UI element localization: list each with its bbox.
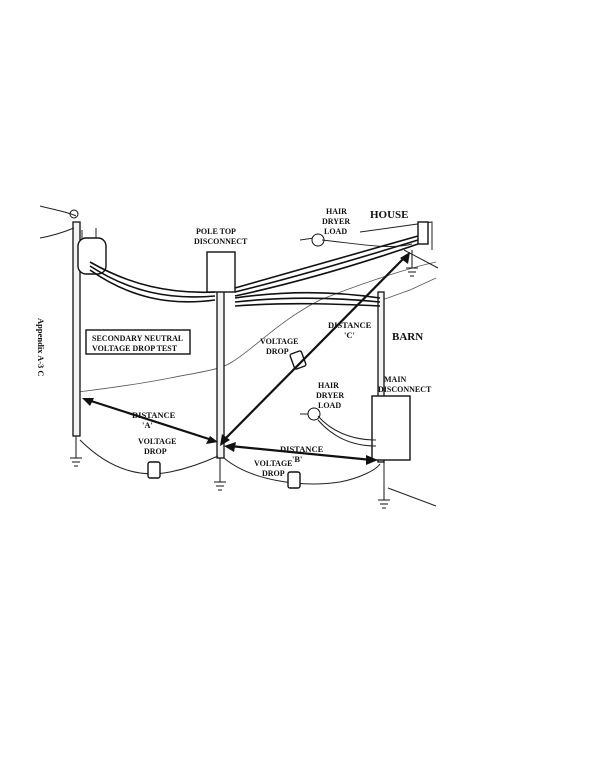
voltage-drop-a-label-1: VOLTAGE xyxy=(138,437,177,446)
hair-dryer-barn-label-2: DRYER xyxy=(316,391,344,400)
voltage-drop-c-label-1: VOLTAGE xyxy=(260,337,299,346)
distance-a-label-2: 'A' xyxy=(142,420,153,430)
distance-b-label-2: 'B' xyxy=(292,454,302,464)
distance-a-label-1: DISTANCE xyxy=(132,410,176,420)
test-title-box xyxy=(85,329,191,355)
test-title-2: VOLTAGE DROP TEST xyxy=(92,344,178,353)
test-lead-wires xyxy=(79,439,381,485)
hair-dryer-barn-label-3: LOAD xyxy=(318,401,341,410)
hair-dryer-house-label-1: HAIR xyxy=(326,207,347,216)
utility-pole-barn xyxy=(377,291,390,509)
voltmeter-a xyxy=(147,461,161,479)
main-disconnect-label-1: MAIN xyxy=(384,375,406,384)
main-disconnect-label-2: DISCONNECT xyxy=(378,385,432,394)
distance-c-label-1: DISTANCE xyxy=(328,320,372,330)
appendix-label: Appendix A-3 C xyxy=(36,318,46,377)
test-title-1: SECONDARY NEUTRAL xyxy=(92,334,183,343)
voltmeter-b xyxy=(287,471,301,489)
pole-top-label-1: POLE TOP xyxy=(196,227,236,236)
voltage-drop-b-label-2: DROP xyxy=(262,469,285,478)
main-disconnect-box xyxy=(371,395,411,461)
service-wires-left xyxy=(89,261,216,303)
distance-b-arrow xyxy=(224,442,378,465)
terrain-line xyxy=(77,261,437,393)
hair-dryer-house-label-3: LOAD xyxy=(324,227,347,236)
distance-b-label-1: DISTANCE xyxy=(280,444,324,454)
terrain-line-right xyxy=(381,277,437,301)
hair-dryer-barn-label-1: HAIR xyxy=(318,381,339,390)
house-structure xyxy=(359,221,439,269)
pole-top-label-2: DISCONNECT xyxy=(194,237,248,246)
barn-label: BARN xyxy=(392,331,423,343)
utility-pole-left xyxy=(39,205,107,467)
hair-dryer-house-label-2: DRYER xyxy=(322,217,350,226)
distance-c-arrow xyxy=(220,252,410,446)
utility-pole-center xyxy=(214,287,226,491)
voltage-drop-b-label-1: VOLTAGE xyxy=(254,459,293,468)
voltage-drop-c-label-2: DROP xyxy=(266,347,289,356)
hair-dryer-barn xyxy=(300,407,377,447)
service-wires-house xyxy=(234,235,419,297)
distance-c-label-2: 'C' xyxy=(344,330,355,340)
hair-dryer-house xyxy=(299,233,413,248)
house-ground xyxy=(406,250,418,277)
voltage-drop-a-label-2: DROP xyxy=(144,447,167,456)
distance-a-arrow xyxy=(82,398,218,444)
house-label: HOUSE xyxy=(370,209,409,221)
pole-top-disconnect-box xyxy=(206,251,236,293)
